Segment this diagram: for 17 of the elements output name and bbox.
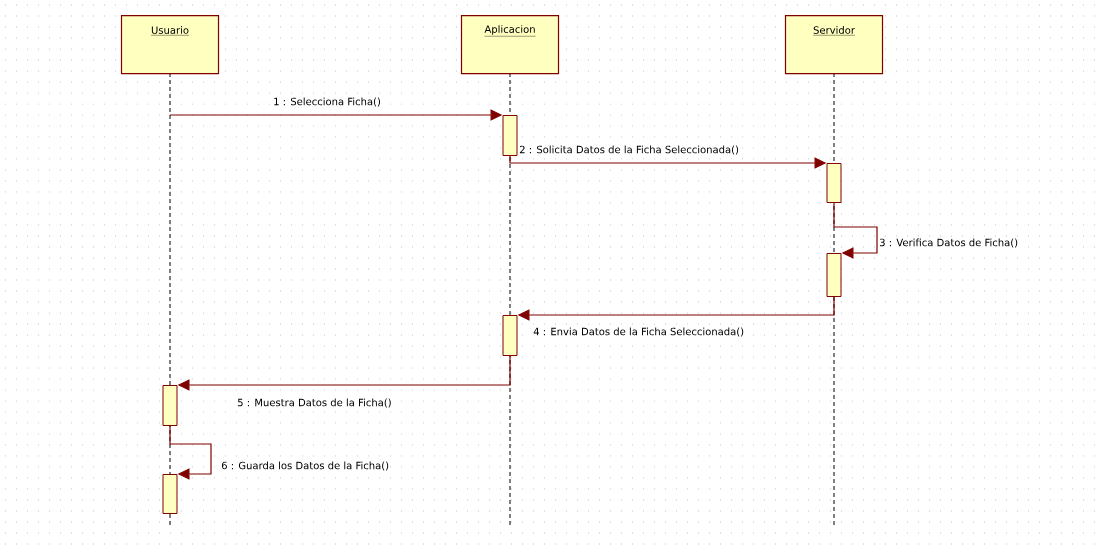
message-label: 4 : Envia Datos de la Ficha Seleccionada() [532, 326, 746, 338]
activation-bar [826, 163, 842, 203]
activation-bar [162, 474, 178, 514]
activation-bar [502, 115, 518, 156]
message-label: 1 : Selecciona Ficha() [272, 96, 382, 108]
activation-bar [162, 385, 178, 426]
participant-box: Aplicacion [460, 15, 560, 75]
activation-bar [502, 315, 518, 356]
message-label: 3 : Verifica Datos de Ficha() [878, 237, 1020, 249]
message-label: 6 : Guarda los Datos de la Ficha() [220, 460, 391, 472]
message-label: 5 : Muestra Datos de la Ficha() [236, 397, 393, 409]
activation-bar [826, 253, 842, 297]
message-arrow [833, 202, 878, 259]
participant-box: Usuario [120, 15, 220, 75]
participant-box: Servidor [784, 15, 884, 75]
message-label: 2 : Solicita Datos de la Ficha Seleccionada() [518, 144, 740, 156]
message-arrow [169, 425, 212, 480]
